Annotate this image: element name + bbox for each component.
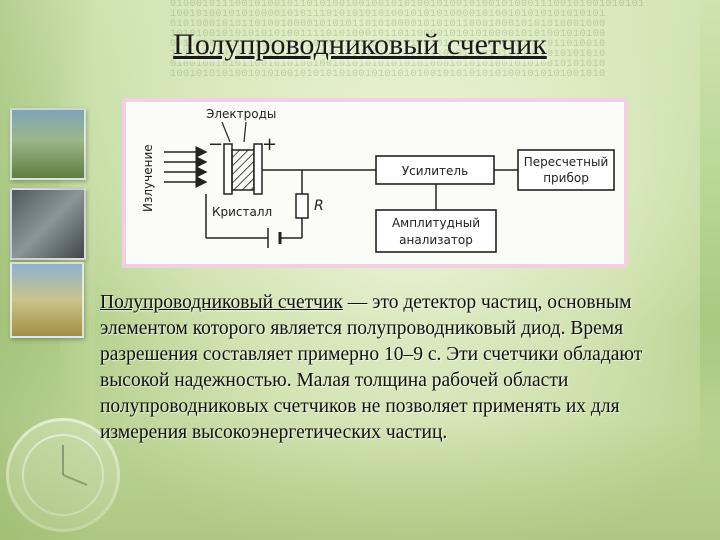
machinery-photo [10, 188, 86, 260]
background-glow [60, 0, 700, 540]
counter-box [517, 149, 615, 191]
analyzer-box [375, 209, 497, 253]
analyzer-label-line2: анализатор [399, 233, 473, 247]
electrodes-label: Электроды [206, 107, 276, 121]
amplifier-label: Усилитель [402, 164, 468, 178]
counter-label-line2: прибор [543, 171, 589, 185]
electrode-pointer-right [243, 121, 247, 143]
plus-sign: + [262, 134, 277, 155]
radiation-arrows [164, 146, 208, 188]
crystal-label: Кристалл [212, 205, 272, 219]
circuit-svg: Излучение Электроды − + Кристалл [141, 107, 615, 253]
amplifier-box [375, 155, 495, 185]
binary-pattern: 0100010111001010010110101001001001010100… [170, 0, 645, 80]
crystal-element [231, 149, 255, 191]
resistor-label: R [314, 198, 324, 214]
diagram-canvas: Излучение Электроды − + Кристалл [126, 102, 624, 264]
minus-sign: − [208, 134, 223, 155]
description-term: Полупроводниковый счетчик [100, 292, 343, 313]
description-paragraph: Полупроводниковый счетчик — это детектор… [100, 290, 660, 446]
electrode-right [253, 143, 263, 195]
clock-decor-icon [6, 418, 120, 532]
slide-title: Полупроводниковый счетчик [173, 28, 547, 61]
radiation-label: Излучение [141, 144, 155, 212]
harvester-photo [10, 108, 86, 180]
detector-diagram: Излучение Электроды − + Кристалл [122, 98, 628, 268]
electrode-left [223, 143, 233, 195]
counter-label-line1: Пересчетный [524, 155, 609, 169]
analyzer-label-line1: Амплитудный [392, 216, 480, 230]
electrode-pointer-left [221, 121, 231, 143]
description-text: — это детектор частиц, основным элементо… [100, 292, 643, 443]
wheat-photo [10, 262, 84, 338]
circuit-wires [205, 169, 518, 239]
resistor [295, 193, 309, 219]
grass-decor [0, 420, 720, 540]
